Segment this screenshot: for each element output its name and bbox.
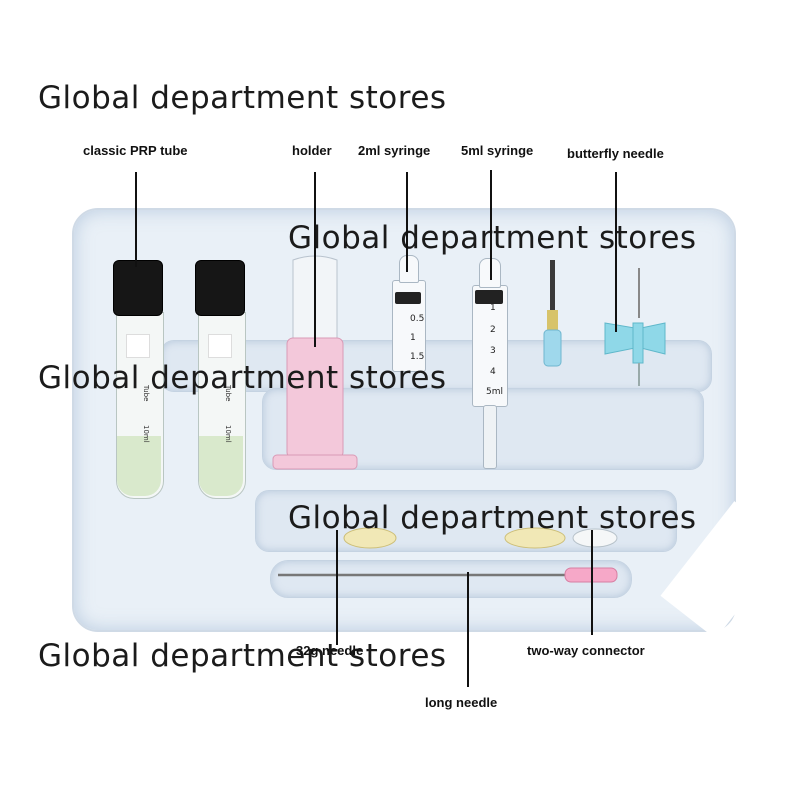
syringe-5ml-scale-4: 4 xyxy=(490,367,496,377)
label-2ml-syringe: 2ml syringe xyxy=(358,143,431,158)
syringe-2ml-scale-3: 1.5 xyxy=(410,352,425,362)
label-classic-prp-tube: classic PRP tube xyxy=(83,143,188,158)
short-needle-illustration xyxy=(543,260,562,367)
syringe-2ml-tip xyxy=(399,255,419,283)
leader-32g-needle xyxy=(336,530,338,645)
label-butterfly-needle: butterfly needle xyxy=(567,146,664,161)
leader-butterfly-needle xyxy=(615,172,617,332)
prp-tube-1-window xyxy=(126,334,150,358)
label-32g-needle: 32g needle xyxy=(296,643,364,658)
long-needle-illustration xyxy=(278,567,618,583)
watermark-bottom: Global department stores xyxy=(38,638,447,674)
syringe-5ml-scale-2: 2 xyxy=(490,325,496,335)
watermark-tray-upper: Global department stores xyxy=(288,220,697,256)
prp-tube-1-gel xyxy=(117,436,161,496)
syringe-2ml-scale-1: 0.5 xyxy=(410,314,425,324)
label-long-needle: long needle xyxy=(425,695,498,710)
leader-2ml-syringe xyxy=(406,172,408,272)
watermark-top: Global department stores xyxy=(38,80,447,116)
label-holder: holder xyxy=(292,143,332,158)
prp-tube-2-volume: 10ml xyxy=(224,425,232,443)
leader-5ml-syringe xyxy=(490,170,492,280)
syringe-5ml-scale-1: 1 xyxy=(490,303,496,313)
leader-prp-tube xyxy=(135,172,137,267)
label-5ml-syringe: 5ml syringe xyxy=(461,143,534,158)
prp-tube-1-volume: 10ml xyxy=(142,425,150,443)
leader-long-needle xyxy=(467,572,469,687)
syringe-2ml-scale-2: 1 xyxy=(410,333,416,343)
syringe-5ml-scale-3: 3 xyxy=(490,346,496,356)
syringe-2ml-plunger xyxy=(395,292,421,304)
syringe-5ml-plunger xyxy=(475,290,503,304)
watermark-tray-middle: Global department stores xyxy=(38,360,447,396)
butterfly-needle-illustration xyxy=(604,268,666,386)
leader-holder xyxy=(314,172,316,347)
leader-two-way-connector xyxy=(591,530,593,635)
watermark-tray-lower: Global department stores xyxy=(288,500,697,536)
prp-tube-2-window xyxy=(208,334,232,358)
syringe-5ml-scale-5: 5ml xyxy=(486,387,503,397)
label-two-way-connector: two-way connector xyxy=(527,643,645,658)
prp-tube-2-gel xyxy=(199,436,243,496)
prp-tube-2-cap xyxy=(195,260,245,316)
connector-parts-illustration xyxy=(343,527,618,549)
prp-tube-1-cap xyxy=(113,260,163,316)
syringe-5ml-plunger-rod xyxy=(483,405,497,469)
